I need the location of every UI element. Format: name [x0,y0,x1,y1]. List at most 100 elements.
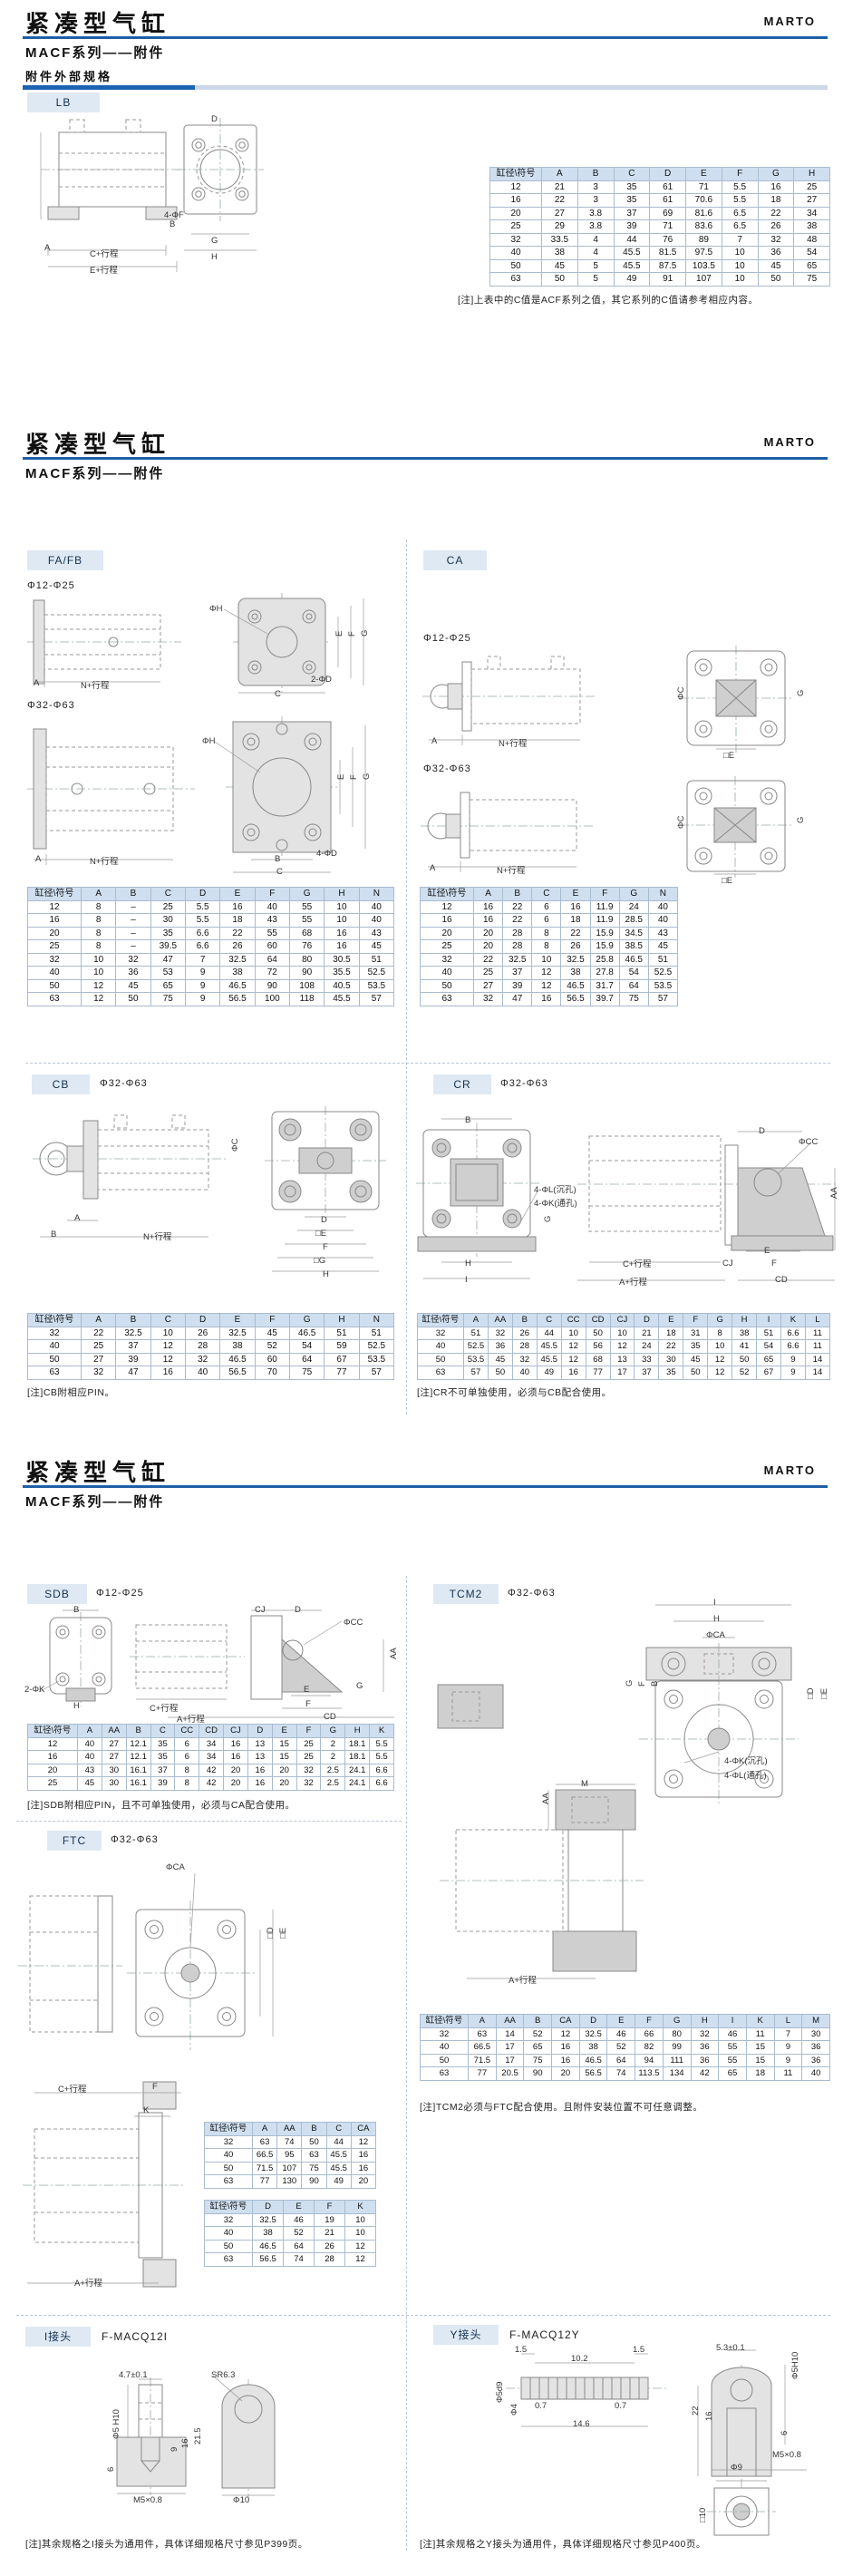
dim-label: C+行程 [58,2085,87,2095]
table-cell: 38.5 [618,939,649,954]
table-cell: 16 [472,913,504,928]
table-cell: 107 [685,272,722,287]
table-cell: 10 [80,966,117,980]
table-cell: 32 [757,232,795,247]
table-cell: 39.7 [589,992,620,1006]
table-cell: 22 [502,913,533,928]
column-header: AA [101,1724,127,1738]
fafb-drawing-small-art [27,593,364,694]
table-cell: 46.5 [618,952,649,967]
table-cell: 25 [296,1750,322,1764]
dim-label: G [796,816,806,823]
dim-label: G [360,629,370,637]
table-cell: 20 [489,206,542,220]
table-cell: 36 [801,2040,830,2055]
table-cell: 32 [115,952,151,967]
table-cell: 28 [511,1339,538,1354]
ca-range-large: Φ32-Φ63 [423,763,471,774]
table-cell: 40 [184,1366,221,1380]
column-header: C [150,887,186,901]
column-header: B [577,167,615,181]
table-cell: 63 [420,2066,469,2081]
dim-label: 1.5 [633,2345,645,2355]
column-header: B [115,887,151,901]
table-cell: 40 [420,966,474,980]
table-cell: 37 [150,1763,176,1777]
dim-label: 4-ΦF [164,210,184,220]
table-cell: 34 [199,1736,225,1751]
table-cell: 50 [27,1352,82,1366]
table-cell: 45 [358,939,395,954]
table-cell: 40 [27,1339,82,1354]
table-cell: 16 [223,1736,248,1751]
column-header: D [252,2200,284,2214]
column-header: B [115,1313,151,1327]
dim-label: □E [723,751,735,761]
table-cell: 77 [585,1366,611,1380]
table-cell: 95 [276,2148,303,2163]
page-title: 紧凑型气缸 [25,431,171,458]
column-header: C [325,2122,352,2136]
table-cell: 11 [804,1339,831,1354]
table-cell: 87.5 [649,258,686,273]
table-cell: 55 [718,2053,747,2067]
table-cell: 51 [463,1326,489,1340]
table-cell: 100 [254,992,290,1006]
table-cell: 51 [358,952,395,967]
table-cell: 9 [184,978,221,993]
table-cell: 39.5 [150,939,186,954]
series-subtitle: MACF系列——附件 [25,45,165,61]
table-cell: 28 [502,939,533,954]
table-cell: 65 [756,1352,781,1366]
table-cell: 50 [489,258,542,273]
table-cell: 39 [613,219,651,234]
table-cell: – [115,913,151,928]
dim-label: G [796,689,806,696]
table-cell: 44 [325,2134,352,2149]
column-header: F [314,2200,345,2214]
dim-label: ΦH [202,736,216,746]
dim-label: C [275,689,281,699]
table-cell: 40 [358,913,395,928]
column-header: 缸径\符号 [204,2122,253,2136]
table-cell: 25 [420,939,474,954]
ftc-range: Φ32-Φ63 [111,1834,159,1845]
ftc-drawing-top: ΦCA□D□E [14,1855,288,2073]
column-header: A [541,167,578,181]
table-cell: 10 [707,1339,733,1354]
table-cell: 68 [288,926,325,940]
dim-label: CD [775,1275,788,1285]
table-cell: 6.6 [184,939,221,954]
table-cell: 9 [773,2040,803,2055]
column-header: C [150,1724,176,1738]
table-cell: 75 [793,272,830,287]
table-cell: 25 [27,1776,78,1791]
table-cell: 10 [560,1326,586,1340]
table-cell: 53.5 [463,1352,489,1366]
table-cell: 40 [254,899,290,914]
table-cell: 22 [219,926,256,940]
table-cell: 16 [551,2053,580,2067]
column-header: N [358,1313,395,1327]
table-cell: 14 [804,1366,831,1380]
column-header: H [344,1724,371,1738]
table-cell: 40.5 [324,978,360,993]
dim-label: B [650,1680,660,1687]
table-cell: 16 [420,913,474,928]
column-header: D [578,2014,608,2028]
dim-label: 10.2 [571,2354,588,2364]
table-cell: 12 [80,978,117,993]
table-cell: 30.5 [324,952,360,967]
dim-label: Φ10 [233,2495,250,2505]
table-cell: 21 [541,180,578,194]
